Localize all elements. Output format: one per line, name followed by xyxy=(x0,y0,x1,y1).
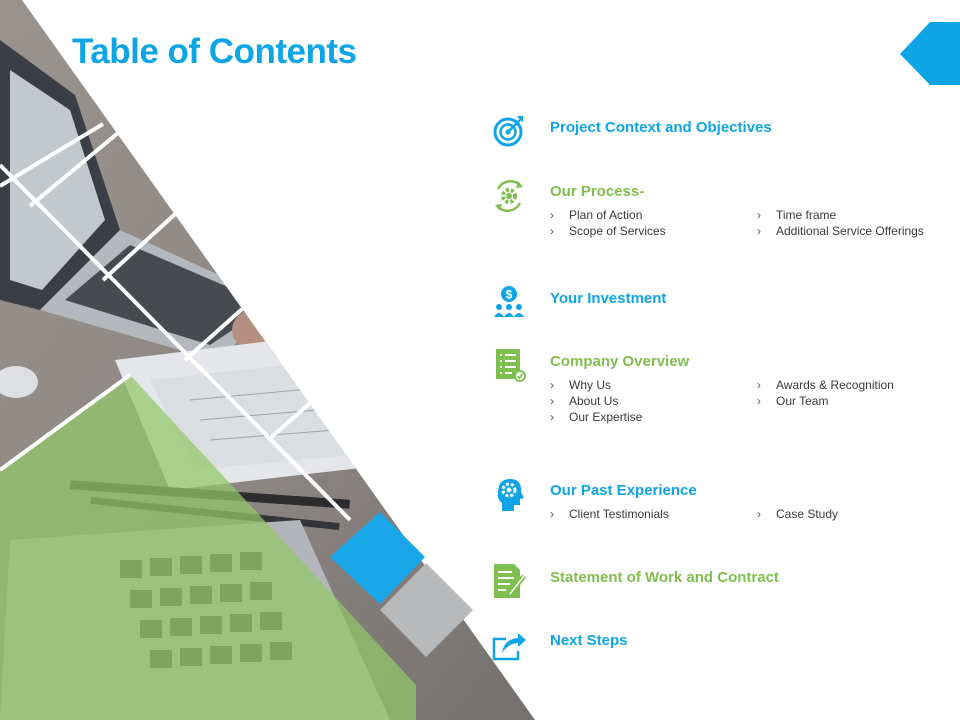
chevron-right-icon: › xyxy=(757,224,761,238)
toc-subitem[interactable]: ›Awards & Recognition xyxy=(757,378,894,392)
head-gear-icon xyxy=(497,479,524,511)
svg-text:$: $ xyxy=(506,288,513,302)
toc-title-your-investment: Your Investment xyxy=(550,290,667,307)
toc-subitems-col2: ›Awards & Recognition ›Our Team xyxy=(757,377,894,409)
toc-title-our-process: Our Process- xyxy=(550,183,645,200)
toc-subitem[interactable]: ›Additional Service Offerings xyxy=(757,224,924,238)
toc-title-next-steps: Next Steps xyxy=(550,632,628,649)
toc-subitems-col1: ›Client Testimonials xyxy=(550,506,669,522)
chevron-right-icon: › xyxy=(757,394,761,408)
document-pen-icon xyxy=(494,564,526,598)
toc-subitem[interactable]: ›Scope of Services xyxy=(550,224,666,238)
checklist-icon xyxy=(496,349,526,382)
toc-subitem[interactable]: ›Plan of Action xyxy=(550,208,643,222)
toc-subitems-col1: ›Why Us ›About Us ›Our Expertise xyxy=(550,377,642,425)
page-title: Table of Contents xyxy=(72,32,357,71)
toc-subitems-col2: ›Time frame ›Additional Service Offering… xyxy=(757,207,924,239)
toc-subitem[interactable]: ›Time frame xyxy=(757,208,837,222)
laptop-desk-photo-collage xyxy=(0,0,535,720)
share-arrow-icon xyxy=(492,633,526,661)
toc-title-past-experience: Our Past Experience xyxy=(550,482,697,499)
chevron-right-icon: › xyxy=(757,208,761,222)
gray-diamond xyxy=(380,563,473,657)
toc-subitems-col1: ›Plan of Action ›Scope of Services xyxy=(550,207,666,239)
chevron-right-icon: › xyxy=(550,208,554,222)
chevron-right-icon: › xyxy=(757,378,761,392)
toc-subitem[interactable]: ›Why Us xyxy=(550,378,611,392)
blue-diamond xyxy=(330,512,425,604)
toc-subitem[interactable]: ›Our Team xyxy=(757,394,829,408)
chevron-right-icon: › xyxy=(550,394,554,408)
target-icon xyxy=(493,116,523,147)
toc-title-project-context: Project Context and Objectives xyxy=(550,119,772,136)
gear-cycle-icon xyxy=(495,180,523,212)
toc-title-company-overview: Company Overview xyxy=(550,353,690,370)
toc-subitems-col2: ›Case Study xyxy=(757,506,838,522)
toc-subitem[interactable]: ›Case Study xyxy=(757,507,839,521)
corner-accent-tab xyxy=(900,22,960,85)
chevron-right-icon: › xyxy=(550,378,554,392)
toc-subitem[interactable]: ›About Us xyxy=(550,394,619,408)
chevron-right-icon: › xyxy=(550,507,554,521)
chevron-right-icon: › xyxy=(550,224,554,238)
chevron-right-icon: › xyxy=(757,507,761,521)
toc-subitem[interactable]: ›Our Expertise xyxy=(550,410,643,424)
investment-people-icon: $ xyxy=(494,286,524,317)
toc-title-statement-of-work: Statement of Work and Contract xyxy=(550,569,779,586)
toc-subitem[interactable]: ›Client Testimonials xyxy=(550,507,669,521)
chevron-right-icon: › xyxy=(550,410,554,424)
